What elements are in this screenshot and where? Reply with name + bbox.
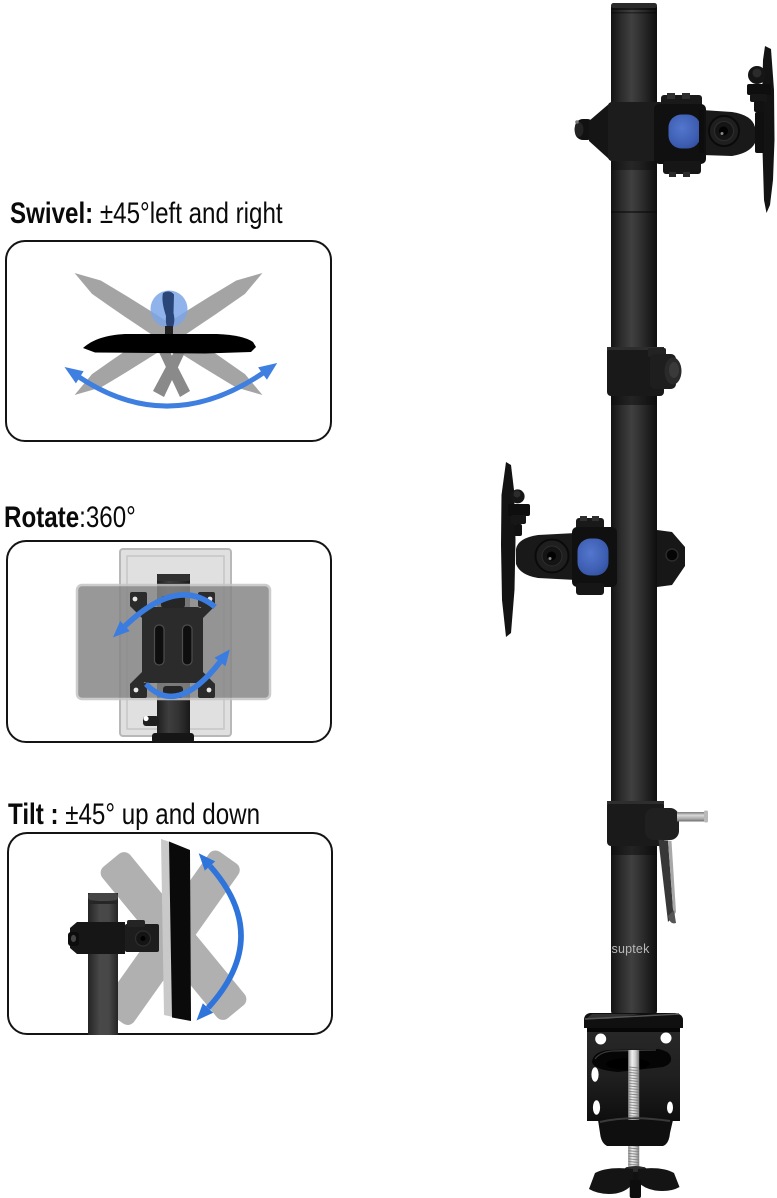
svg-text:suptek: suptek xyxy=(612,942,651,956)
